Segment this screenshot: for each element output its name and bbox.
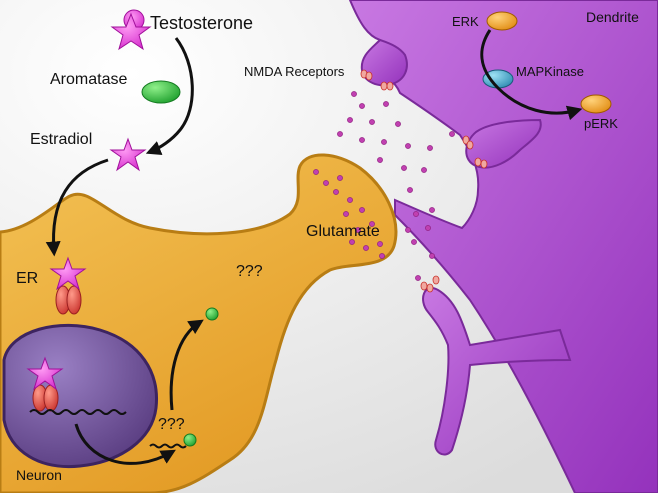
pathway-arrows <box>45 29 583 465</box>
dendrite-spine-middle <box>465 118 542 169</box>
arrow-erk-to-perk <box>480 29 583 121</box>
erk-molecule <box>486 11 518 31</box>
er-receptor-membrane <box>49 256 87 315</box>
nmda-receptors <box>360 69 488 293</box>
protein-dot-bottom <box>183 433 197 447</box>
label-unknown-top: ??? <box>236 263 263 280</box>
dendrite-branch <box>422 287 572 456</box>
estradiol-molecule <box>109 137 147 172</box>
arrow-protein-up <box>169 319 204 411</box>
arrow-testosterone-to-estradiol <box>145 37 194 156</box>
protein-dot-top <box>205 307 219 321</box>
label-testosterone: Testosterone <box>150 13 253 33</box>
label-perk: pERK <box>584 116 618 131</box>
label-erk: ERK <box>452 14 479 29</box>
perk-molecule <box>580 94 612 114</box>
dna-strand <box>29 409 127 415</box>
label-mapkinase: MAPKinase <box>516 64 584 79</box>
label-estradiol: Estradiol <box>30 131 92 148</box>
label-glutamate: Glutamate <box>306 223 380 240</box>
arrow-dna-to-mrna <box>74 423 176 465</box>
label-nmda-receptors: NMDA Receptors <box>244 64 345 79</box>
mrna-strand <box>149 443 187 449</box>
er-receptor-nuclear <box>26 356 64 412</box>
arrow-estradiol-to-er <box>45 158 109 257</box>
label-unknown-bottom: ??? <box>158 416 185 433</box>
nucleus <box>2 323 158 469</box>
testosterone-molecule <box>110 9 152 51</box>
label-aromatase: Aromatase <box>50 71 127 88</box>
aromatase-enzyme <box>141 80 181 104</box>
label-neuron: Neuron <box>16 467 62 483</box>
glutamate-released <box>337 91 455 281</box>
glutamate-vesicles <box>313 169 385 259</box>
label-er: ER <box>16 270 38 287</box>
label-dendrite: Dendrite <box>586 9 639 25</box>
